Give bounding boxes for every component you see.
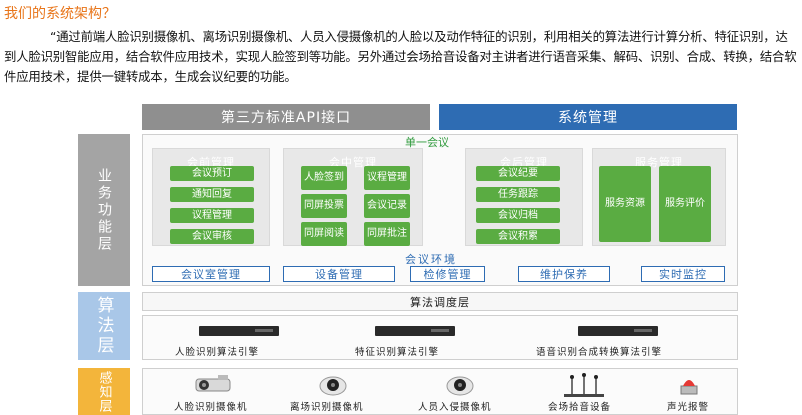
pre-meeting-title: 会前管理 — [187, 156, 235, 169]
device-label-exit-camera: 离场识别摄像机 — [290, 402, 364, 413]
description-paragraph: “通过前端人脸识别摄像机、离场识别摄像机、人员入侵摄像机的人脸以及动作特征的识别… — [4, 29, 797, 84]
section-heading: 我们的系统架构？ — [4, 6, 116, 22]
engine-label-feature: 特征识别算法引擎 — [355, 347, 440, 358]
algorithm-engines-frame — [142, 315, 738, 360]
meeting-environment-label: 会议环境 — [405, 253, 457, 266]
btn-agenda-management-in[interactable]: 议程管理 — [364, 166, 410, 190]
device-label-intrusion-camera: 人员入侵摄像机 — [418, 402, 492, 413]
btn-notice-reply[interactable]: 通知回复 — [170, 187, 254, 202]
post-meeting-card: 会后管理 会议纪要 任务跟踪 会议归档 会议积累 — [465, 148, 583, 246]
device-label-face-camera: 人脸识别摄像机 — [174, 402, 248, 413]
pre-meeting-card: 会前管理 会议预订 通知回复 议程管理 会议审核 — [152, 148, 270, 246]
single-meeting-label: 单一会议 — [405, 136, 449, 149]
server-icon-speech — [578, 326, 658, 336]
btn-service-evaluation[interactable]: 服务评价 — [659, 166, 711, 242]
service-management-card: 服务管理 服务资源 服务评价 — [592, 148, 726, 246]
btn-meeting-minutes[interactable]: 会议纪要 — [476, 166, 560, 181]
btn-upkeep[interactable]: 维护保养 — [518, 266, 610, 282]
alarm-light-icon — [680, 380, 698, 395]
btn-room-management[interactable]: 会议室管理 — [152, 266, 270, 282]
engine-label-face: 人脸识别算法引擎 — [175, 347, 260, 358]
system-management-bar: 系统管理 — [439, 104, 737, 130]
btn-screen-vote[interactable]: 同屏投票 — [301, 194, 347, 218]
btn-face-checkin[interactable]: 人脸签到 — [301, 166, 347, 190]
btn-service-resources[interactable]: 服务资源 — [599, 166, 651, 242]
post-meeting-title: 会后管理 — [500, 156, 548, 169]
btn-device-management[interactable]: 设备管理 — [283, 266, 395, 282]
btn-meeting-booking[interactable]: 会议预订 — [170, 166, 254, 181]
engine-label-speech: 语音识别合成转换算法引擎 — [536, 347, 663, 358]
btn-screen-annotate[interactable]: 同屏批注 — [364, 222, 410, 246]
btn-meeting-accumulation[interactable]: 会议积累 — [476, 229, 560, 244]
device-label-alarm: 声光报警 — [667, 402, 710, 413]
device-label-mic-array: 会场拾音设备 — [548, 402, 612, 413]
layer-label-algorithm: 算法层 — [78, 292, 130, 360]
algorithm-scheduling-layer: 算法调度层 — [142, 292, 738, 311]
layer-label-perception: 感知层 — [78, 368, 130, 415]
btn-meeting-review[interactable]: 会议审核 — [170, 229, 254, 244]
third-party-api-bar: 第三方标准API接口 — [142, 104, 430, 130]
btn-agenda-management-pre[interactable]: 议程管理 — [170, 208, 254, 223]
in-meeting-card: 会中管理 人脸签到 议程管理 同屏投票 会议记录 同屏阅读 同屏批注 — [283, 148, 423, 246]
btn-task-tracking[interactable]: 任务跟踪 — [476, 187, 560, 202]
btn-realtime-monitoring[interactable]: 实时监控 — [641, 266, 725, 282]
btn-meeting-archive[interactable]: 会议归档 — [476, 208, 560, 223]
in-meeting-title: 会中管理 — [329, 156, 377, 169]
btn-maintenance-management[interactable]: 检修管理 — [410, 266, 485, 282]
service-management-title: 服务管理 — [635, 156, 683, 169]
server-icon-face — [199, 326, 279, 336]
perception-layer-frame — [142, 368, 738, 415]
btn-meeting-record[interactable]: 会议记录 — [364, 194, 410, 218]
layer-label-business: 业务功能层 — [78, 134, 130, 286]
btn-screen-read[interactable]: 同屏阅读 — [301, 222, 347, 246]
microphone-array-icon — [564, 373, 604, 397]
face-camera-icon — [195, 375, 231, 392]
intrusion-camera-icon — [446, 376, 474, 396]
server-icon-feature — [375, 326, 455, 336]
exit-camera-icon — [319, 376, 347, 396]
